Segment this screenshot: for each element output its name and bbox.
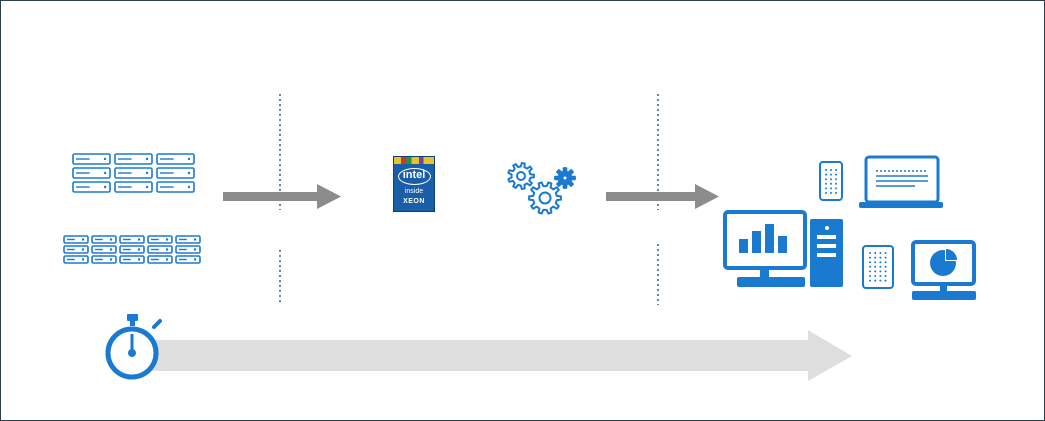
drive-slot (120, 236, 144, 243)
chip-product-text: XEON (394, 198, 434, 205)
screen-dot (874, 270, 876, 272)
gear-shape (555, 168, 575, 188)
gears-icon (508, 163, 575, 214)
screen-dot (879, 261, 881, 263)
storage-array-icon (73, 154, 194, 192)
desktop-tower-icon (810, 219, 843, 287)
drive-slot (120, 246, 144, 253)
drive-slot (92, 246, 116, 253)
gear-shape (508, 163, 534, 189)
drive-slot (148, 256, 172, 263)
screen-dot (825, 178, 827, 180)
screen-dot (874, 266, 876, 268)
drive-slot (73, 182, 110, 192)
drive-slot (64, 256, 88, 263)
screen-dot (874, 252, 876, 254)
flow-arrow-left (223, 184, 341, 209)
drive-slot (176, 236, 200, 243)
screen-dot (835, 178, 837, 180)
screen-dot (830, 169, 832, 171)
laptop-icon (859, 157, 943, 208)
gear-shape (529, 182, 561, 213)
screen-dot (869, 275, 871, 277)
screen-dot (885, 252, 887, 254)
chip-brand-text: intel (394, 169, 434, 181)
smartphone-icon (820, 162, 842, 200)
screen-dot (869, 261, 871, 263)
drive-slot (157, 154, 194, 164)
screen-dot (830, 178, 832, 180)
screen-dot (885, 257, 887, 259)
screen-dot (869, 257, 871, 259)
screen-dot (835, 192, 837, 194)
screen-dot (874, 275, 876, 277)
timeline-arrow (150, 330, 852, 381)
drive-slot (120, 256, 144, 263)
screen-dot (885, 275, 887, 277)
screen-dot (874, 261, 876, 263)
monitor-pie-chart-icon (912, 242, 976, 300)
desktop-bar-chart-icon (725, 212, 805, 287)
tablet-icon (863, 246, 893, 288)
screen-dot (879, 275, 881, 277)
drive-slot (73, 168, 110, 178)
drive-slot (64, 236, 88, 243)
drive-slot (148, 246, 172, 253)
screen-dot (869, 270, 871, 272)
drive-slot (115, 154, 152, 164)
screen-dot (869, 252, 871, 254)
screen-dot (874, 257, 876, 259)
screen-dot (830, 187, 832, 189)
screen-dot (835, 169, 837, 171)
chip-color-stripe (394, 157, 434, 164)
screen-dot (879, 257, 881, 259)
drive-slot (92, 256, 116, 263)
drive-slot (176, 246, 200, 253)
screen-dot (885, 280, 887, 282)
screen-dot (879, 270, 881, 272)
screen-dot (835, 187, 837, 189)
flow-arrow-right (606, 184, 719, 209)
screen-dot (825, 192, 827, 194)
drive-slot (176, 256, 200, 263)
screen-dot (879, 266, 881, 268)
screen-dot (825, 187, 827, 189)
screen-dot (885, 261, 887, 263)
screen-dot (885, 270, 887, 272)
screen-dot (885, 266, 887, 268)
drive-slot (148, 236, 172, 243)
drive-slot (115, 168, 152, 178)
processor-chip-icon: intel inside XEON (393, 156, 435, 212)
screen-dot (879, 280, 881, 282)
screen-dot (830, 192, 832, 194)
screen-dot (869, 266, 871, 268)
screen-dot (869, 280, 871, 282)
drive-slot (157, 182, 194, 192)
drive-slot (115, 182, 152, 192)
storage-array-icon (64, 236, 200, 263)
screen-dot (825, 169, 827, 171)
screen-dot (879, 252, 881, 254)
drive-slot (157, 168, 194, 178)
screen-dot (825, 183, 827, 185)
chip-inside-text: inside (394, 188, 434, 195)
drive-slot (73, 154, 110, 164)
screen-dot (835, 183, 837, 185)
screen-dot (830, 174, 832, 176)
drive-slot (64, 246, 88, 253)
screen-dot (874, 280, 876, 282)
screen-dot (835, 174, 837, 176)
screen-dot (825, 174, 827, 176)
drive-slot (92, 236, 116, 243)
stopwatch-icon (108, 314, 160, 377)
screen-dot (830, 183, 832, 185)
